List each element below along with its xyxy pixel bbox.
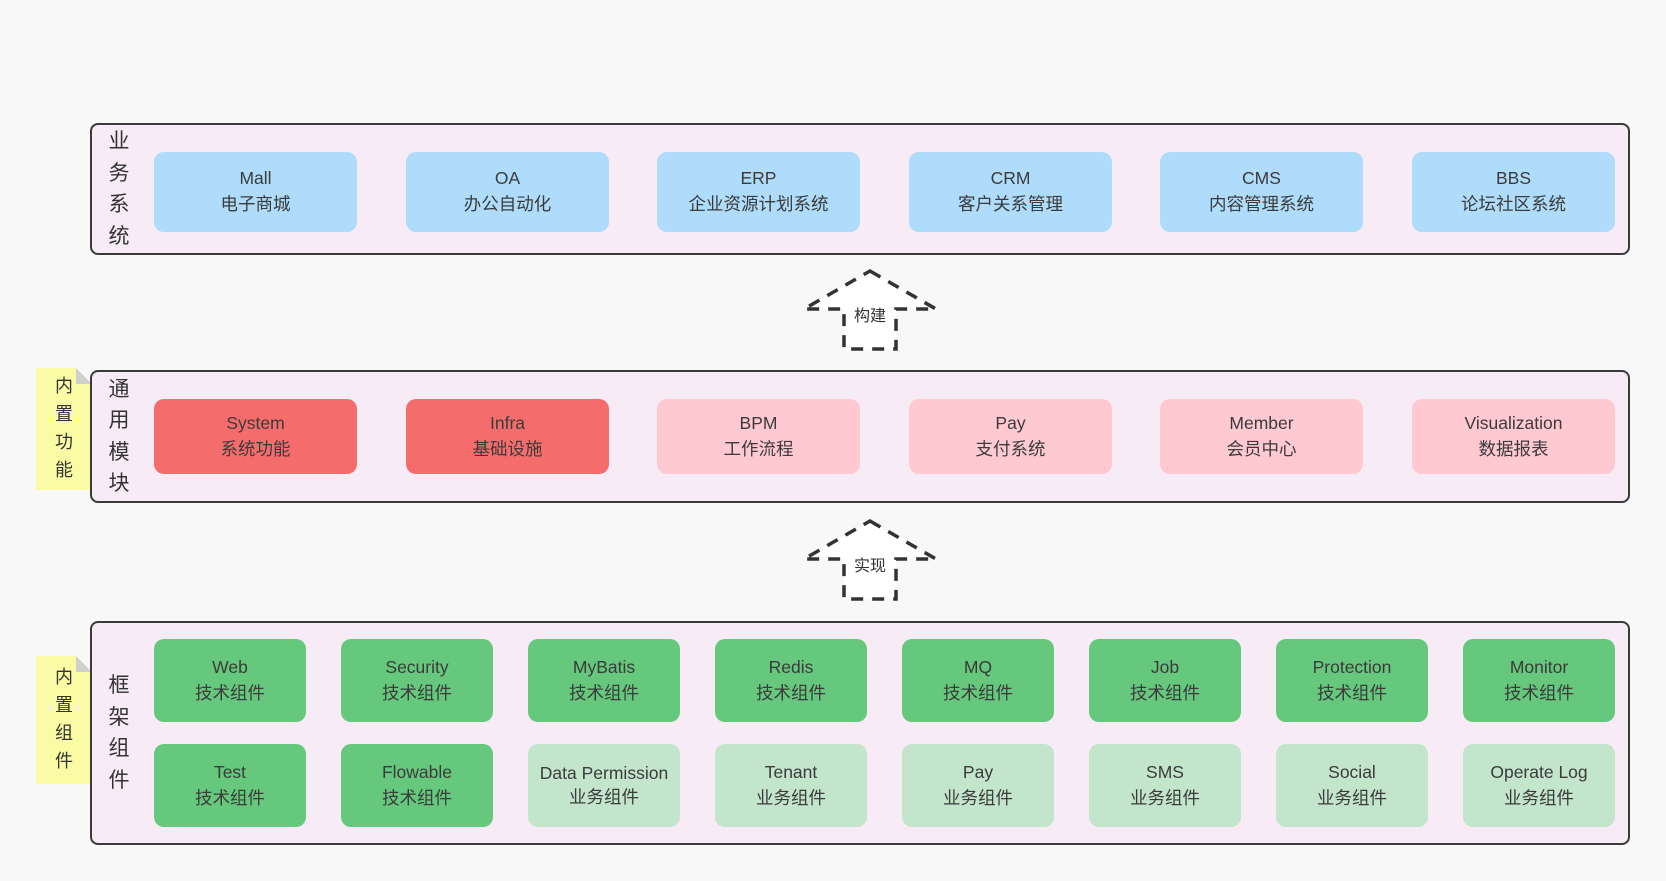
box-monitor: Monitor 技术组件 <box>1463 639 1615 722</box>
box-desc: 业务组件 <box>1130 787 1200 808</box>
box-desc: 系统功能 <box>220 438 291 459</box>
box-desc: 技术组件 <box>195 682 265 703</box>
box-name: Visualization <box>1464 412 1563 433</box>
box-social: Social 业务组件 <box>1276 744 1428 827</box>
box-name: Protection <box>1312 656 1392 677</box>
box-desc: 业务组件 <box>1504 787 1574 808</box>
box-member: Member 会员中心 <box>1160 399 1363 474</box>
business-systems-label: 业务系统 <box>108 130 130 248</box>
box-cms: CMS 内容管理系统 <box>1160 152 1363 232</box>
box-name: CMS <box>1242 168 1281 189</box>
box-tenant: Tenant 业务组件 <box>715 744 867 827</box>
box-flowable: Flowable 技术组件 <box>341 744 493 827</box>
box-name: MQ <box>963 656 993 677</box>
box-desc: 企业资源计划系统 <box>688 194 829 214</box>
box-desc: 业务组件 <box>1317 787 1387 808</box>
box-name: Pay <box>995 412 1026 433</box>
box-mall: Mall 电子商城 <box>154 152 357 232</box>
builtin-features-note: 内置功能 <box>36 368 92 490</box>
box-desc: 数据报表 <box>1478 438 1549 459</box>
box-name: Monitor <box>1509 656 1569 677</box>
box-name: MyBatis <box>572 656 636 677</box>
box-bbs: BBS 论坛社区系统 <box>1412 152 1615 232</box>
box-oa: OA 办公自动化 <box>406 152 609 232</box>
box-name: Operate Log <box>1490 761 1588 782</box>
box-infra: Infra 基础设施 <box>406 399 609 474</box>
box-operate-log: Operate Log 业务组件 <box>1463 744 1615 827</box>
box-name: BPM <box>739 412 778 433</box>
business-systems-panel: 业务系统 Mall 电子商城 OA 办公自动化 ERP 企业资源计划系统 CRM… <box>90 123 1630 255</box>
box-desc: 业务组件 <box>756 787 826 808</box>
box-web: Web 技术组件 <box>154 639 306 722</box>
box-name: Pay <box>962 761 994 782</box>
build-arrow: 构建 <box>800 268 940 352</box>
box-data-permission: Data Permission 业务组件 <box>528 744 680 827</box>
box-name: System <box>226 412 285 433</box>
box-name: Job <box>1150 656 1180 677</box>
box-name: ERP <box>740 168 777 189</box>
box-desc: 业务组件 <box>943 787 1013 808</box>
box-desc: 电子商城 <box>220 194 291 214</box>
box-desc: 技术组件 <box>382 787 452 808</box>
box-desc: 技术组件 <box>943 682 1013 703</box>
note-text: 内置功能 <box>55 376 73 480</box>
box-pay-component: Pay 业务组件 <box>902 744 1054 827</box>
box-desc: 支付系统 <box>975 438 1046 459</box>
box-erp: ERP 企业资源计划系统 <box>657 152 860 232</box>
box-desc: 技术组件 <box>195 787 265 808</box>
box-name: Security <box>385 656 449 677</box>
box-mybatis: MyBatis 技术组件 <box>528 639 680 722</box>
box-desc: 内容管理系统 <box>1209 194 1314 214</box>
box-desc: 技术组件 <box>1317 682 1387 703</box>
box-desc: 技术组件 <box>1130 682 1200 703</box>
box-name: Infra <box>489 412 526 433</box>
implement-arrow-label: 实现 <box>850 552 890 576</box>
note-text: 内置组件 <box>55 667 73 771</box>
framework-components-label: 框架组件 <box>108 674 130 792</box>
box-visualization: Visualization 数据报表 <box>1412 399 1615 474</box>
box-crm: CRM 客户关系管理 <box>909 152 1112 232</box>
builtin-components-note: 内置组件 <box>36 656 92 784</box>
box-name: Social <box>1328 761 1376 782</box>
box-bpm: BPM 工作流程 <box>657 399 860 474</box>
box-name: OA <box>494 168 521 189</box>
build-arrow-label: 构建 <box>850 302 890 326</box>
box-system: System 系统功能 <box>154 399 357 474</box>
box-mq: MQ 技术组件 <box>902 639 1054 722</box>
box-desc: 业务组件 <box>569 786 639 807</box>
box-redis: Redis 技术组件 <box>715 639 867 722</box>
box-desc: 基础设施 <box>472 438 543 459</box>
framework-components-panel: 框架组件 Web 技术组件 Security 技术组件 MyBatis 技术组件… <box>90 621 1630 845</box>
box-desc: 会员中心 <box>1226 438 1297 459</box>
box-pay-module: Pay 支付系统 <box>909 399 1112 474</box>
box-job: Job 技术组件 <box>1089 639 1241 722</box>
box-desc: 技术组件 <box>756 682 826 703</box>
box-desc: 论坛社区系统 <box>1461 194 1566 214</box>
box-name: Flowable <box>381 761 453 782</box>
box-desc: 工作流程 <box>723 438 794 459</box>
box-security: Security 技术组件 <box>341 639 493 722</box>
box-name: Test <box>213 761 247 782</box>
box-name: Data Permission <box>539 763 669 784</box>
common-modules-panel: 通用模块 System 系统功能 Infra 基础设施 BPM 工作流程 Pay… <box>90 370 1630 503</box>
implement-arrow: 实现 <box>800 518 940 602</box>
box-desc: 技术组件 <box>382 682 452 703</box>
box-desc: 客户关系管理 <box>958 194 1063 214</box>
box-name: CRM <box>990 168 1031 189</box>
box-sms: SMS 业务组件 <box>1089 744 1241 827</box>
box-name: BBS <box>1495 168 1532 189</box>
box-name: Tenant <box>764 761 818 782</box>
box-desc: 技术组件 <box>1504 682 1574 703</box>
box-name: Member <box>1229 412 1294 433</box>
common-modules-label: 通用模块 <box>108 377 130 496</box>
box-desc: 技术组件 <box>569 682 639 703</box>
box-name: SMS <box>1146 761 1184 782</box>
box-name: Redis <box>768 656 814 677</box>
box-test: Test 技术组件 <box>154 744 306 827</box>
box-name: Web <box>212 656 248 677</box>
box-desc: 办公自动化 <box>463 194 552 214</box>
box-protection: Protection 技术组件 <box>1276 639 1428 722</box>
box-name: Mall <box>239 168 272 189</box>
